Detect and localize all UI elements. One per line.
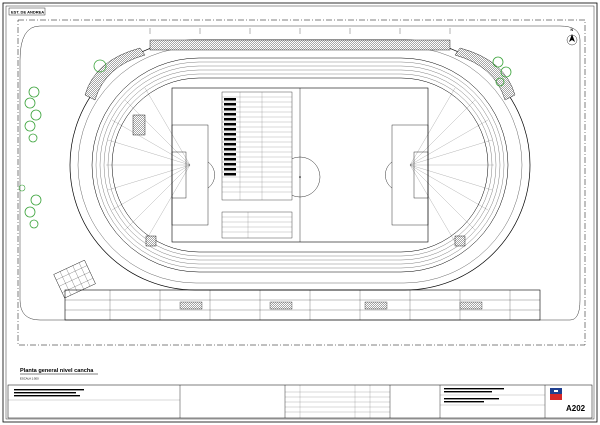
southwest-infield-structure <box>145 235 157 247</box>
pitch-center-spot <box>299 176 301 178</box>
west-goal-area <box>171 151 187 199</box>
title-block <box>7 384 593 419</box>
site-boundary <box>17 19 586 346</box>
header-tag-box <box>8 7 46 16</box>
north-arrow-icon <box>566 34 578 46</box>
southwest-grid-structure <box>53 259 96 299</box>
west-penalty-arc <box>207 161 215 189</box>
area-table-lower <box>221 211 293 239</box>
north-label: N <box>571 28 574 32</box>
sheet-number: A202 <box>566 404 586 413</box>
trees-northwest <box>24 59 107 229</box>
north-grandstand <box>149 39 451 51</box>
perimeter-road <box>19 25 581 321</box>
east-penalty-arc <box>385 161 393 189</box>
plan-scale: ESCALA 1:500 <box>20 377 39 381</box>
west-radial-lines <box>106 87 191 243</box>
plan-title: Planta general nivel cancha <box>20 368 94 374</box>
east-goal-area <box>413 151 429 199</box>
grid-axis-ticks-top <box>149 28 451 34</box>
trees-northeast <box>492 56 512 87</box>
track-lane-outer <box>91 57 509 273</box>
south-building-hatched-rooms <box>179 301 483 310</box>
northwest-stand <box>84 47 146 101</box>
header-tag: EST. DE ANDREA <box>11 10 44 15</box>
track-lane-4 <box>103 69 497 261</box>
track-lane-3 <box>99 65 501 265</box>
track-lane-2 <box>95 61 505 269</box>
area-table-upper <box>221 91 293 201</box>
sheet-inner-frame <box>5 5 595 420</box>
tree-isolated-west <box>18 184 26 192</box>
south-building <box>64 289 541 321</box>
south-building-rooms <box>65 290 540 320</box>
west-infield-structure <box>132 114 146 136</box>
institution-logo <box>550 388 562 400</box>
east-infield-structure <box>454 235 466 247</box>
